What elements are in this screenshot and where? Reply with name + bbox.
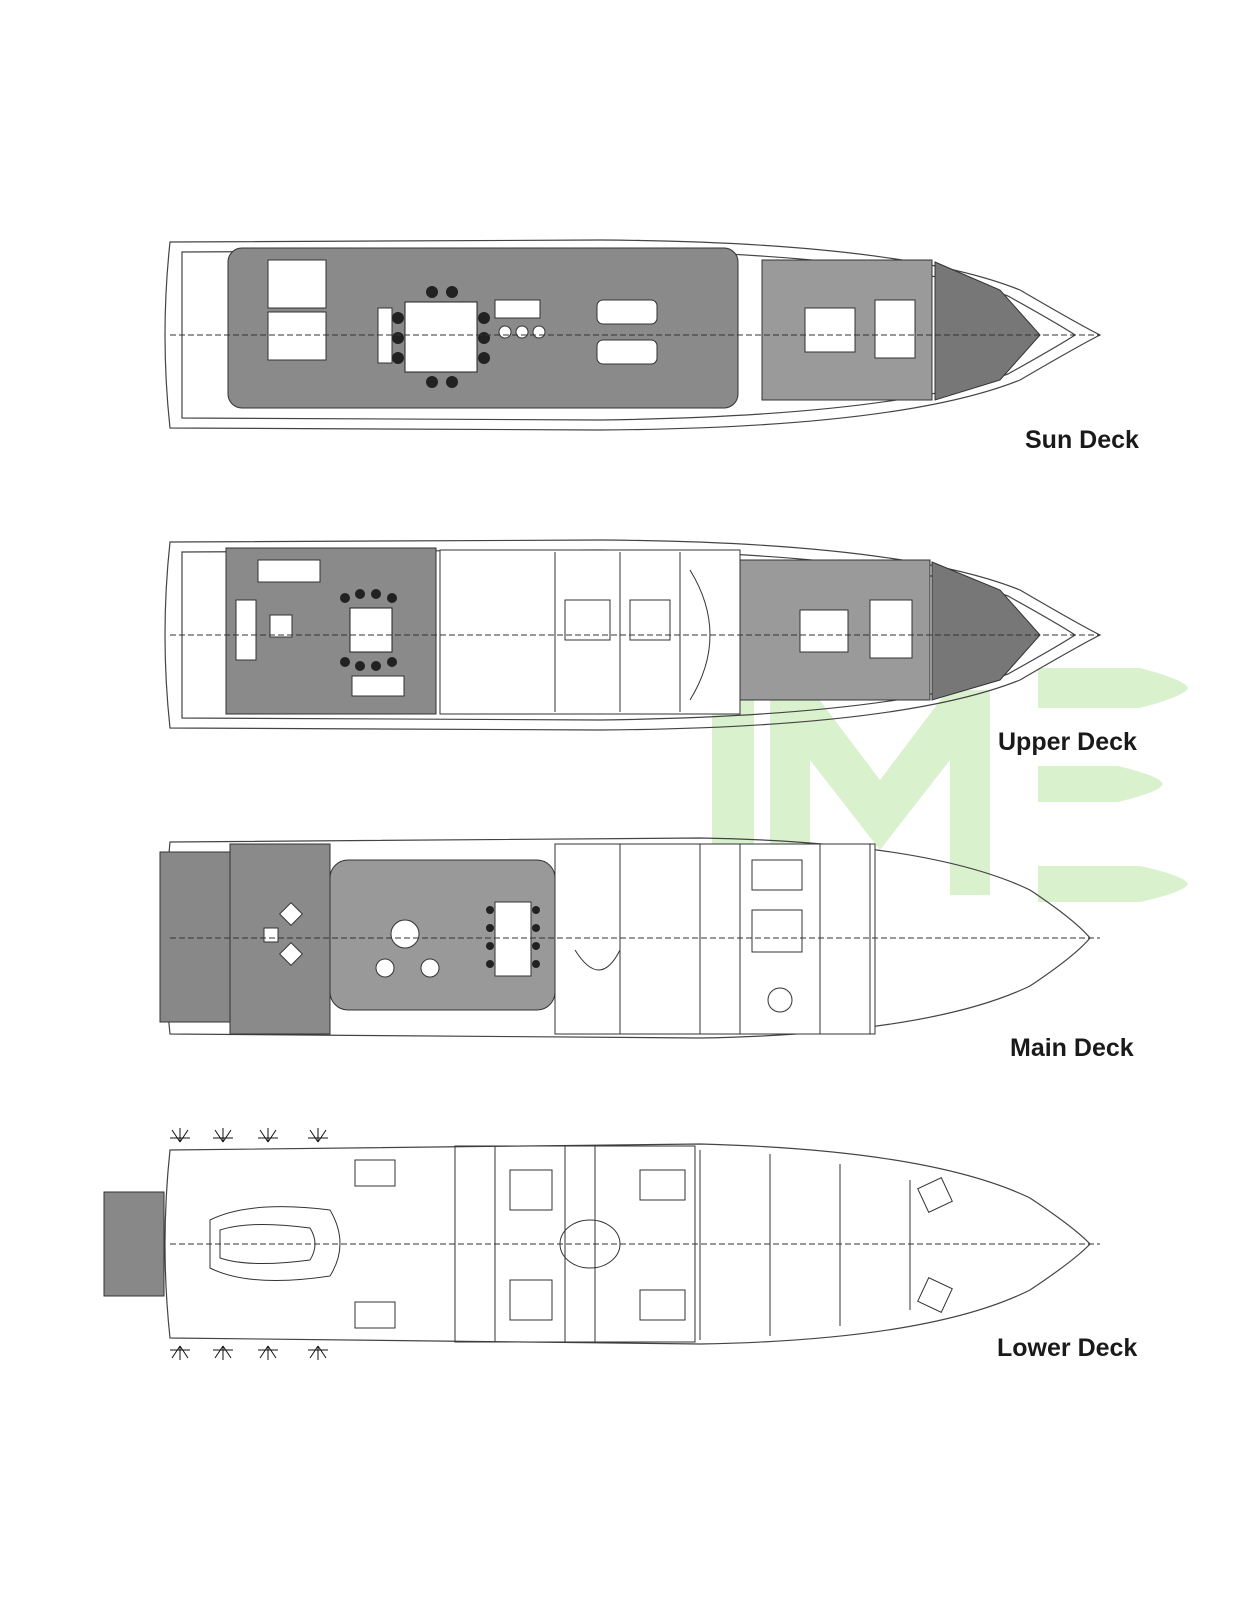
deck-title: Main Deck bbox=[1010, 1034, 1134, 1062]
deck-title: Lower Deck bbox=[997, 1334, 1138, 1362]
lower-deck-drawing bbox=[103, 1128, 1100, 1360]
deck-title: Sun Deck bbox=[1025, 426, 1139, 454]
main-deck-drawing bbox=[159, 837, 1100, 1039]
main-deck-plan: Main Deck bbox=[0, 830, 1250, 1090]
sun-deck-plan: Sun Deck bbox=[0, 230, 1250, 470]
upper-deck-plan: Upper Deck bbox=[0, 530, 1250, 780]
lower-deck-plan: Lower Deck bbox=[0, 1110, 1250, 1400]
deck-title: Upper Deck bbox=[998, 728, 1137, 756]
sun-deck-drawing bbox=[164, 239, 1102, 431]
upper-deck-drawing bbox=[164, 539, 1102, 731]
